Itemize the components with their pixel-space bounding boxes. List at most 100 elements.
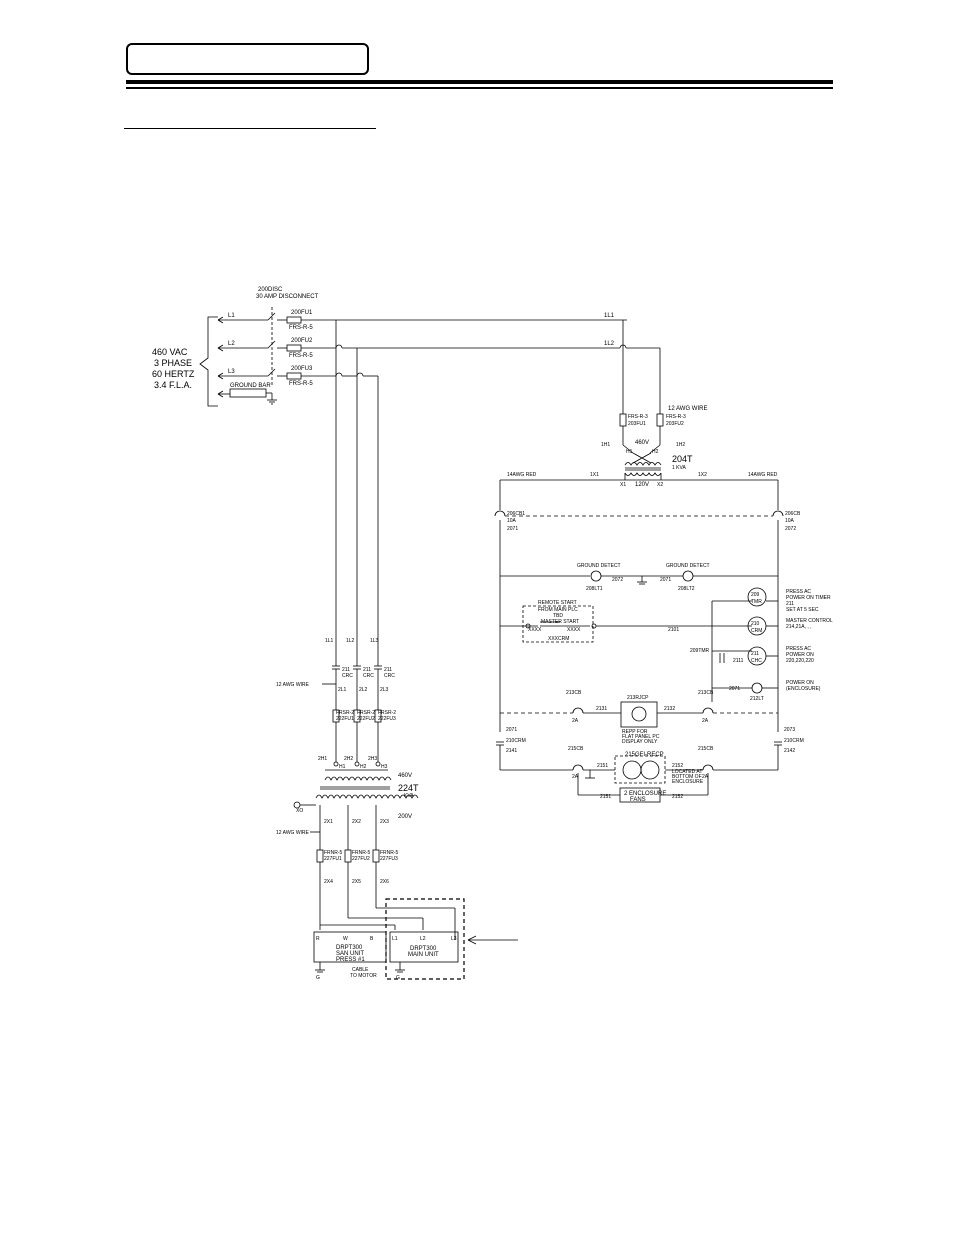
pilot-wire: 2071 [729,686,740,692]
lower-xfmr-kva: KVA [404,793,414,799]
lower-fuse-tag-3: 222FU3 [378,716,396,722]
desc-crm-2: 214,21A, , , [786,624,812,630]
xfmr-fuse1-tag: 203FU1 [628,421,646,427]
gfi-note-3: ENCLOSURE [672,779,704,785]
unit1-terminal-w: W [343,936,348,942]
pc-wire-right: 2132 [664,706,675,712]
primary-term-1: H1 [339,764,346,770]
cb215-left: 215CB [568,746,584,752]
sec-fuse-type-3: FRNR-5 [380,850,399,856]
ground-detect-left: GROUND DETECT [577,563,621,569]
crm-left-wire: 2141 [506,748,517,754]
disconnect-tag: 200DISC [258,287,283,293]
title-underline [124,128,376,129]
xfmr-h2-term: H2 [652,449,659,455]
xfmr-wire-note: 12 AWG WIRE [668,406,707,412]
xfmr-h1-term: H1 [626,449,633,455]
fans-label-1: 2 ENCLOSURE [624,791,666,797]
phase-label-l1: L1 [228,313,235,319]
sec-fuse-tag-2: 227FU2 [352,856,370,862]
coil-chc: CHC [751,658,762,664]
fans-label-2: FANS [630,797,646,803]
cb-right-wire: 2072 [785,526,796,532]
phase-label-l2: L2 [228,341,235,347]
xfmr-h1-lead: 1H1 [601,442,610,448]
gfi-wire-left: 2151 [597,763,608,769]
fuse-type-1: FRS-R-5 [289,325,313,331]
xfmr-x1-wire: 1X1 [590,472,599,478]
sec-fuse-type-2: FRNR-5 [352,850,371,856]
lower-bus-2: 1L2 [346,638,355,644]
gfi-note-1: LOCATED AT [672,769,702,775]
lower-fuse-tag-2: 222FU2 [357,716,375,722]
crm-right-wire: 2142 [784,748,795,754]
desc-tmr-2: POWER ON TIMER [786,595,831,601]
master-start-label: MASTER START [541,619,579,625]
lower-bus-3: 1L3 [370,638,379,644]
coil-chc-tag: 211 [751,651,759,657]
contact-right: XXXX [567,627,581,633]
unit2-terminal-l1: L1 [392,936,398,942]
lower-xfmr-tag: 224T [398,783,419,793]
header-rule-thin [126,87,833,89]
gfi-note-2: BOTTOM OF [672,774,702,780]
desc-chc-2: POWER ON [786,652,814,658]
unit1-terminal-r: R [316,936,320,942]
unit1-terminal-b: B [370,936,374,942]
unit1-motor: TO MOTOR [350,973,377,979]
cr-tag-1: 211 [342,667,350,673]
cr-tag-2: 211 [363,667,371,673]
sec-fuse-tag-1: 227FU1 [324,856,342,862]
xfmr-h2-lead: 1H2 [676,442,685,448]
primary-lead-1: 2H1 [318,756,327,762]
cr-type-3: CRC [384,673,395,679]
fuse-tag-1: 200FU1 [291,310,313,316]
ground-detect-right-tag: 208LT2 [678,586,695,592]
unit2-title: DRPT300 [410,946,437,952]
coil-tmr-tag: 209 [751,592,760,598]
tmr-contact-tag: 209TMR [690,648,710,654]
wire-2l3: 2L3 [380,687,389,693]
supply-fla: 3.4 F.L.A. [154,380,192,390]
cb213-right: 213CB [698,690,714,696]
supply-voltage: 460 VAC [152,347,188,357]
ground-detect-right-wire: 2071 [660,577,671,583]
fuse-tag-2: 200FU2 [291,338,313,344]
fuse-type-2: FRS-R-5 [289,353,313,359]
pc-note-2: FLAT PANEL PC [622,734,660,740]
pc-note-3: DISPLAY ONLY [622,739,658,745]
pc-note-1: REPP FOR [622,729,648,735]
desc-chc-1: PRESS AC [786,646,811,652]
unit1-ground: G [316,975,320,981]
bus-label-1l2: 1L2 [604,341,615,347]
desc-tmr-1: PRESS AC [786,589,811,595]
lower-fuse-type-1: FRSR-2 [336,710,354,716]
load-wire-2: 2X5 [352,879,361,885]
wire-left: 14AWG RED [507,472,537,478]
coil-tmr: TMR [751,599,762,605]
lower-fuse-type-2: FRSR-2 [357,710,375,716]
tmr-wire: 2111 [733,658,744,664]
xfmr-tag: 204T [672,454,693,464]
desc-pilot-1: POWER ON [786,680,814,686]
secondary-lead-1: 2X1 [324,819,333,825]
xfmr-x2-wire: 1X2 [698,472,707,478]
header-rule [126,80,833,84]
disconnect-desc: 30 AMP DISCONNECT [256,294,319,300]
coil-crm: CRM [751,628,762,634]
unit1-press: PRESS #1 [336,957,365,963]
remote-start-source: FROM MAIN PLC [538,607,578,613]
fans-wire-right: 2152 [672,794,683,800]
load-wire-3: 2X6 [380,879,389,885]
xfmr-secondary: 120V [635,482,649,488]
primary-term-3: H3 [381,764,388,770]
primary-lead-2: 2H2 [344,756,353,762]
pilot-light-tag: 212LT [750,696,764,702]
desc-crm-1: MASTER CONTROL [786,618,833,624]
crm-left-tag: 2071 [506,727,517,733]
desc-chc-3: 220,220,220 [786,658,814,664]
lower-bus-1: 1L1 [325,638,334,644]
unit1-motor-label: CABLE [352,967,369,973]
crm-left-contact: 210CRM [506,738,526,744]
